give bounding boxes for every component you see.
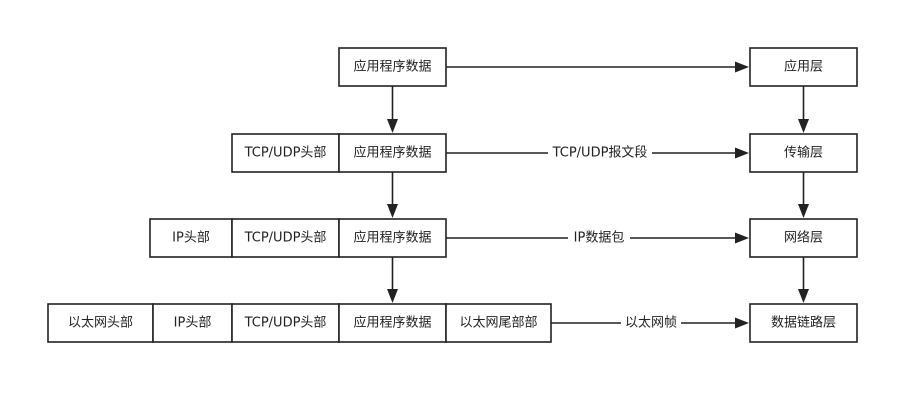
down-arrow-layer-2 — [798, 257, 809, 303]
segment-label: 应用程序数据 — [353, 230, 431, 246]
layer-label: 网络层 — [784, 230, 823, 246]
segment-app-data: 应用程序数据 — [338, 47, 447, 87]
arrow-head — [387, 119, 398, 133]
segment-app-data: 应用程序数据 — [338, 303, 447, 343]
connector-label: IP数据包 — [574, 231, 625, 246]
packet-row: 以太网头部 IP头部 TCP/UDP头部 应用程序数据 以太网尾部部 — [47, 303, 552, 343]
segment-ethernet-trailer: 以太网尾部部 — [445, 303, 552, 343]
layer-box — [749, 218, 858, 258]
segment-label: IP头部 — [172, 231, 210, 246]
arrow-head — [735, 147, 749, 159]
segment-label: IP头部 — [174, 316, 212, 331]
segment-tcp-udp-header: TCP/UDP头部 — [231, 303, 340, 343]
packet-row: IP头部 TCP/UDP头部 应用程序数据 — [149, 218, 447, 258]
layer-box — [749, 303, 858, 343]
segment-box — [338, 303, 447, 343]
layer-box — [749, 47, 858, 87]
packet-row: 应用程序数据 — [338, 47, 447, 87]
segment-box — [231, 218, 340, 258]
segment-label: 应用程序数据 — [353, 315, 431, 331]
arrow-head — [387, 289, 398, 303]
layer-label: 数据链路层 — [771, 315, 836, 331]
arrow-head — [735, 61, 749, 73]
down-arrow-layer-1 — [798, 172, 809, 218]
segment-box — [152, 303, 233, 343]
segment-label: TCP/UDP头部 — [244, 316, 327, 331]
segment-label: TCP/UDP头部 — [244, 231, 327, 246]
layer-box-transport: 传输层 — [749, 133, 858, 173]
connector-label-bg — [548, 145, 652, 161]
layer-box-application: 应用层 — [749, 47, 858, 87]
layer-label: 传输层 — [784, 145, 823, 161]
layer-label: 应用层 — [784, 59, 823, 75]
down-arrow-layer-0 — [798, 86, 809, 133]
connector-label: TCP/UDP报文段 — [552, 146, 648, 161]
segment-ip-header: IP头部 — [149, 218, 233, 258]
segment-ip-header: IP头部 — [152, 303, 233, 343]
connector-row-3: 以太网帧 — [551, 315, 749, 331]
segment-label: 以太网尾部部 — [459, 316, 537, 331]
segment-box — [47, 303, 154, 343]
connector-label-bg — [568, 230, 630, 246]
segment-box — [338, 218, 447, 258]
segment-box — [338, 47, 447, 87]
connector-row-0 — [446, 61, 749, 73]
layer-box-network: 网络层 — [749, 218, 858, 258]
segment-label: 应用程序数据 — [353, 59, 431, 75]
down-arrow-packet-2 — [387, 257, 398, 303]
arrow-head — [387, 204, 398, 218]
segment-box — [445, 303, 552, 343]
arrow-head — [735, 317, 749, 329]
segment-tcp-udp-header: TCP/UDP头部 — [231, 218, 340, 258]
connector-row-2: IP数据包 — [446, 230, 749, 246]
arrow-head — [735, 232, 749, 244]
arrow-head — [798, 119, 809, 133]
segment-ethernet-header: 以太网头部 — [47, 303, 154, 343]
arrow-head — [798, 289, 809, 303]
connector-label: 以太网帧 — [625, 316, 677, 331]
segment-app-data: 应用程序数据 — [338, 218, 447, 258]
down-arrow-packet-0 — [387, 86, 398, 133]
packet-row: TCP/UDP头部 应用程序数据 — [231, 133, 447, 173]
arrow-head — [798, 204, 809, 218]
down-arrow-packet-1 — [387, 172, 398, 218]
segment-tcp-udp-header: TCP/UDP头部 — [231, 133, 340, 173]
segment-label: 以太网头部 — [68, 316, 133, 331]
segment-box — [231, 133, 340, 173]
layer-box-data-link: 数据链路层 — [749, 303, 858, 343]
connector-label-bg — [621, 315, 681, 331]
segment-app-data: 应用程序数据 — [338, 133, 447, 173]
layer-box — [749, 133, 858, 173]
connector-row-1: TCP/UDP报文段 — [446, 145, 749, 161]
segment-label: 应用程序数据 — [353, 145, 431, 161]
segment-label: TCP/UDP头部 — [244, 146, 327, 161]
